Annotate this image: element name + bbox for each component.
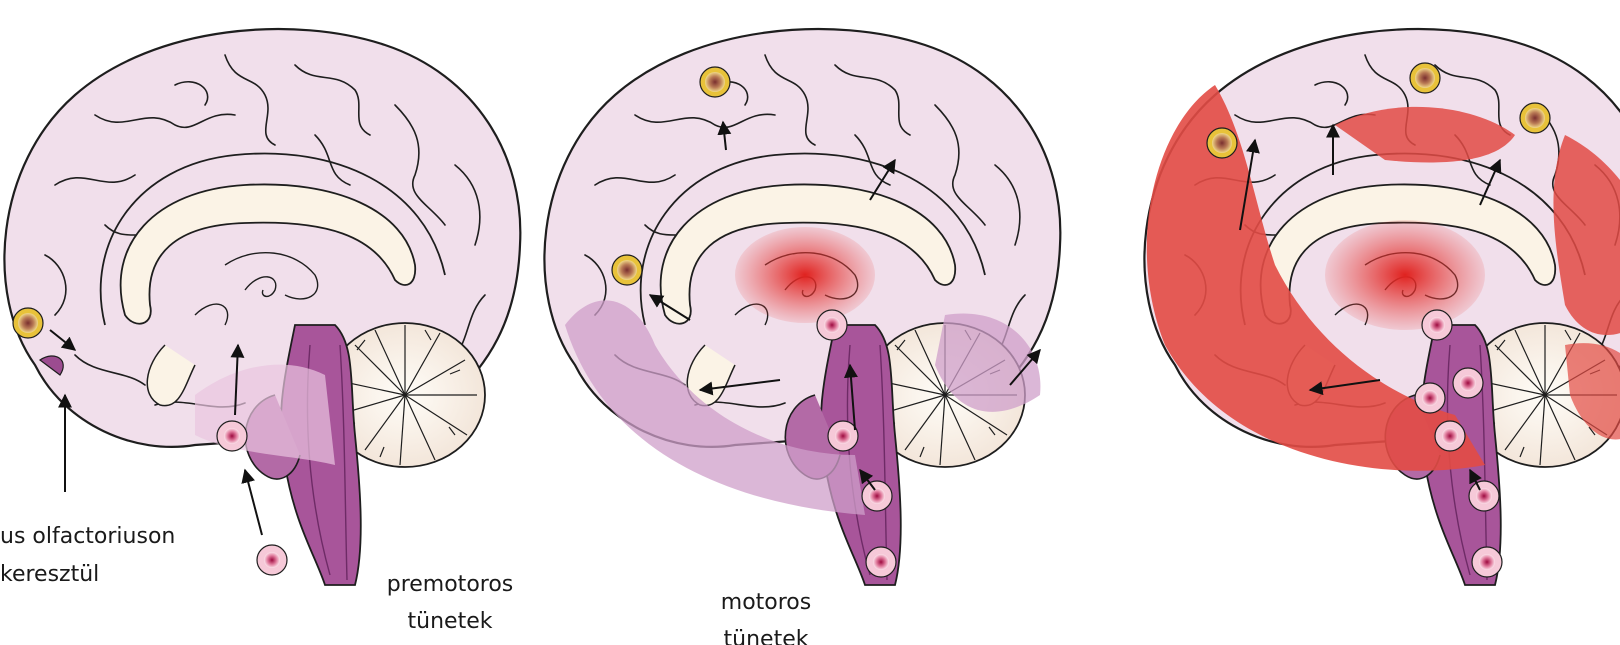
lewy-body-icon <box>1409 62 1441 94</box>
olfactory-route-label-line2: keresztül <box>0 562 100 587</box>
neuron-icon <box>861 480 893 512</box>
neuron-icon <box>1421 309 1453 341</box>
neuron-icon <box>865 546 897 578</box>
lewy-body-icon <box>699 66 731 98</box>
brain-panel-stage-late <box>1143 27 1620 587</box>
arrow-icon <box>1239 123 1502 491</box>
neuron-icon <box>1468 480 1500 512</box>
neuron-icon <box>1414 382 1446 414</box>
motor-symptoms-label-line2: tünetek <box>723 627 809 645</box>
premotor-symptoms-label: premotoros <box>386 572 514 597</box>
neuron-icon <box>1452 367 1484 399</box>
neuron-icon <box>1471 546 1503 578</box>
lewy-body-icon <box>12 307 44 339</box>
neuron-icon <box>1434 420 1466 452</box>
olfactory-route-label: us olfactoriuson <box>0 524 176 549</box>
premotor-symptoms-label-line2: tünetek <box>407 609 493 634</box>
arrow-icon <box>49 329 263 536</box>
lewy-body-icon <box>611 254 643 286</box>
lewy-body-icon <box>1206 127 1238 159</box>
lewy-body-icon <box>1519 102 1551 134</box>
brain-panel-stage-early <box>3 27 522 587</box>
arrow-icon <box>648 120 1041 491</box>
neuron-icon <box>816 309 848 341</box>
neuron-icon <box>256 544 288 576</box>
motor-symptoms-label: motoros <box>720 590 812 615</box>
neuron-icon <box>216 420 248 452</box>
brain-panel-stage-middle <box>543 27 1062 587</box>
neuron-icon <box>827 420 859 452</box>
